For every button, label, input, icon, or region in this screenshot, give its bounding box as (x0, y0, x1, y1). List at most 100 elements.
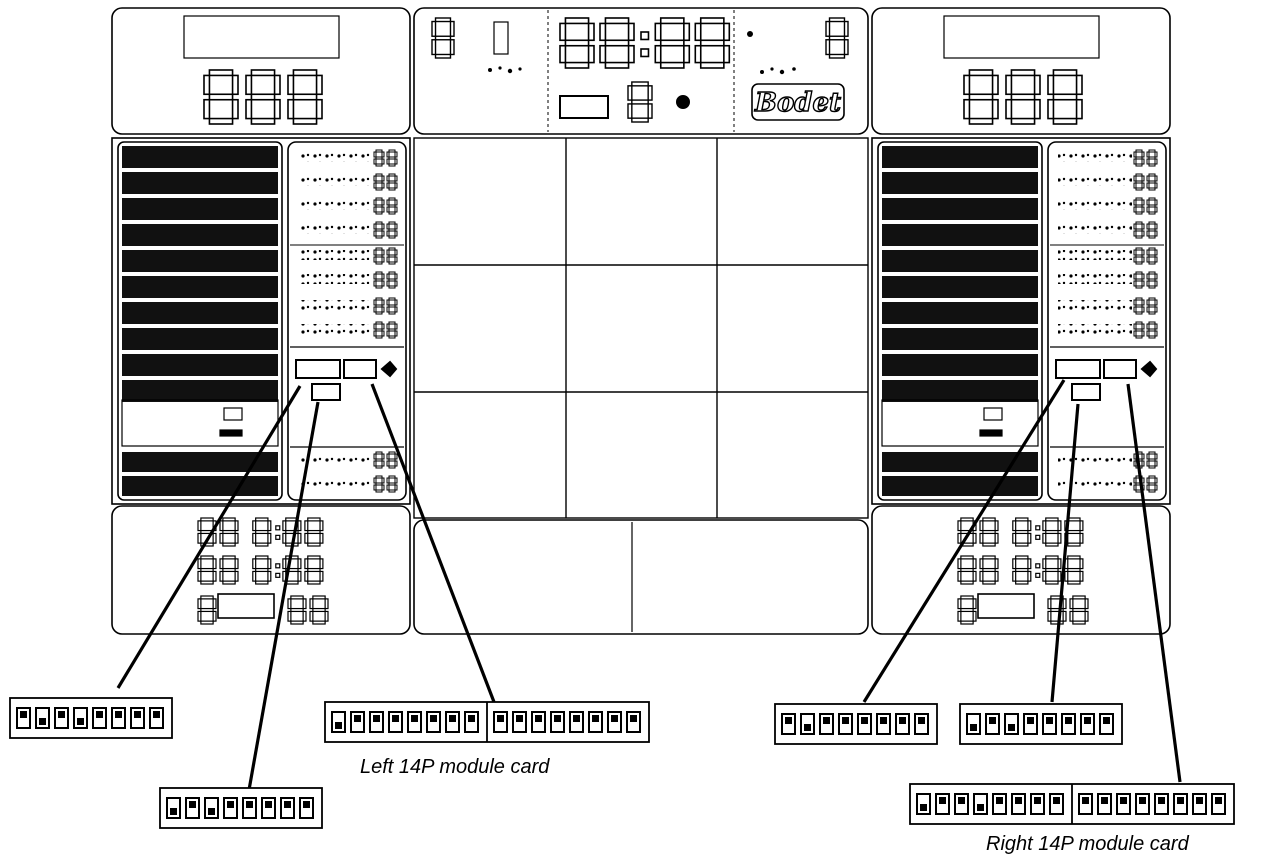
player-row (298, 221, 398, 239)
digit-8 (373, 475, 385, 493)
dip-right-card-a (774, 703, 938, 745)
left-card-icons (295, 359, 398, 401)
dip-switch (35, 707, 50, 729)
digit-8 (386, 475, 398, 493)
player-row-digits (1133, 271, 1158, 289)
name-bar (882, 328, 1038, 350)
dip-switch (261, 797, 276, 819)
player-row (298, 149, 398, 167)
dot-clusters (488, 31, 796, 75)
player-row-digits (373, 173, 398, 191)
bodet-logo: Bodet (751, 83, 845, 121)
dip-switch (607, 711, 622, 733)
left-bottom-pair (287, 595, 329, 625)
right-small-digit (825, 17, 849, 59)
top-left-panel (111, 7, 411, 135)
digit-8 (386, 247, 398, 265)
dip-switch (223, 797, 238, 819)
digit-8 (1064, 555, 1084, 585)
digit-8 (963, 69, 999, 125)
player-row-digits (373, 221, 398, 239)
dip-switch (407, 711, 422, 733)
digit-8 (373, 451, 385, 469)
dip-switch (876, 713, 891, 735)
left-player-rows (298, 149, 398, 493)
name-bar (882, 302, 1038, 324)
left-bottom-card (217, 593, 275, 619)
player-row-digits (373, 321, 398, 339)
dip-switch (857, 713, 872, 735)
top-center-panel (413, 7, 869, 135)
player-row (1058, 221, 1158, 239)
name-bar (122, 198, 278, 220)
digit-8 (386, 221, 398, 239)
player-row (1058, 197, 1158, 215)
dip-switch (1080, 713, 1095, 735)
player-row-digits (1133, 197, 1158, 215)
digit-8 (1069, 595, 1089, 625)
dip-switch (914, 713, 929, 735)
name-bar (122, 476, 278, 496)
dip-switch (819, 713, 834, 735)
right-team-panel (871, 137, 1171, 505)
center-card-icon (559, 95, 690, 119)
dip-switch (512, 711, 527, 733)
dip-switch (299, 797, 314, 819)
player-row (298, 475, 398, 493)
dip-left-card-b (159, 787, 323, 829)
dip-switch (1030, 793, 1045, 815)
digit-8 (1047, 69, 1083, 125)
digit-8 (1042, 517, 1062, 547)
dip-switch (92, 707, 107, 729)
digit-8 (373, 221, 385, 239)
dip-switch (1154, 793, 1169, 815)
upper-left-score (203, 69, 323, 125)
name-bar (122, 452, 278, 472)
digit-8 (957, 595, 977, 625)
digit-8 (245, 69, 281, 125)
digit-8 (1133, 271, 1145, 289)
player-row-digits (1133, 247, 1158, 265)
dip-switch (1173, 793, 1188, 815)
digit-8 (1146, 451, 1158, 469)
name-bar (882, 146, 1038, 168)
bottom-left-panel (111, 505, 411, 635)
dip-switch (626, 711, 641, 733)
player-row (1058, 271, 1158, 289)
digit-8 (979, 555, 999, 585)
digit-8 (1133, 173, 1145, 191)
right-card-icons (1055, 359, 1158, 401)
dip-switch (838, 713, 853, 735)
player-row (298, 173, 398, 191)
digit-8 (386, 451, 398, 469)
player-row (298, 321, 398, 339)
dip-switch (388, 711, 403, 733)
name-bar (122, 250, 278, 272)
logo-text: Bodet (754, 88, 841, 118)
digit-8 (1133, 247, 1145, 265)
digit-8 (627, 81, 653, 123)
dip-switch (800, 713, 815, 735)
name-bar (122, 276, 278, 298)
center-matrix-panel (413, 137, 869, 519)
player-row (1058, 247, 1158, 265)
digit-8 (1133, 149, 1145, 167)
callout-left-a (116, 385, 302, 689)
right-bottom-card (977, 593, 1035, 619)
player-row-digits (1133, 475, 1158, 493)
callout-lines (116, 379, 1182, 791)
dip-switch (464, 711, 479, 733)
left-module-caption: Left 14P module card (360, 756, 550, 778)
name-bar (882, 452, 1038, 472)
digit-8 (252, 555, 272, 585)
digit-8 (654, 17, 691, 69)
name-bar (122, 146, 278, 168)
dip-switch (781, 713, 796, 735)
digit-8 (304, 555, 324, 585)
center-small-digit (627, 81, 653, 123)
dip-switch (1097, 793, 1112, 815)
digit-8 (1146, 197, 1158, 215)
right-name-bars (882, 146, 1038, 496)
digit-8 (1146, 321, 1158, 339)
